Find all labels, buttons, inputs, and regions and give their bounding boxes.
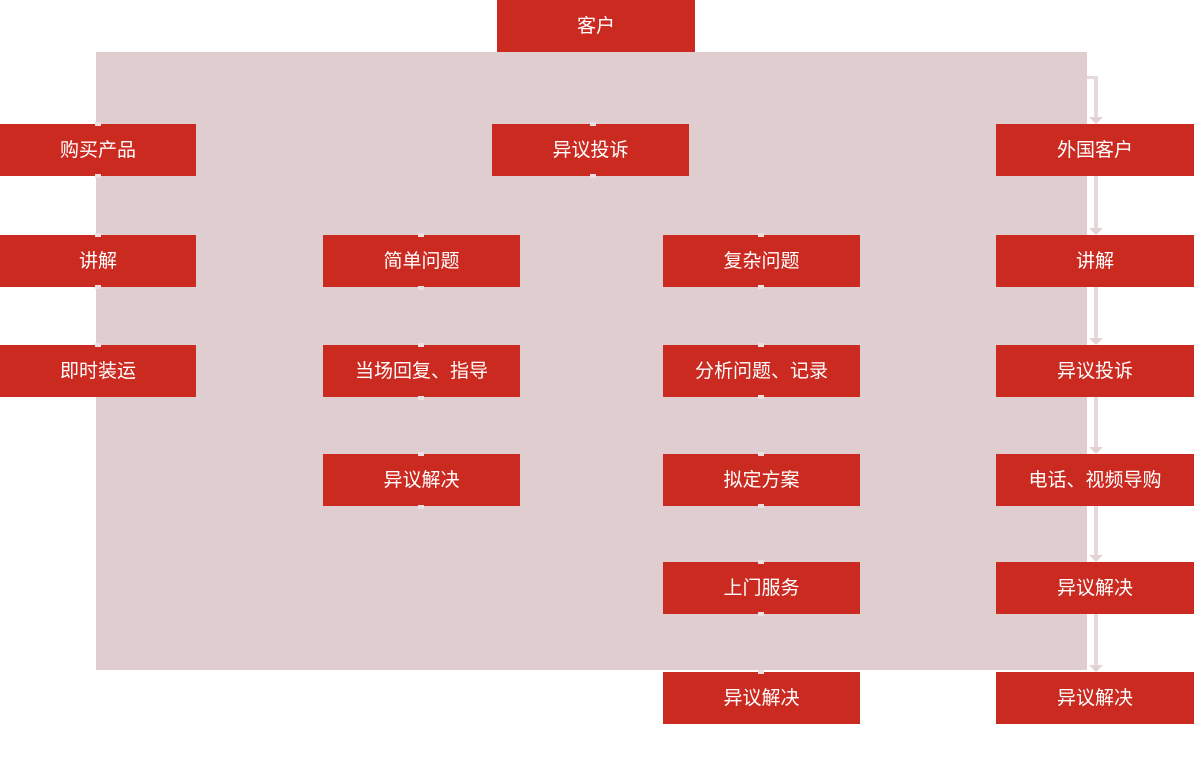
connector-nub <box>590 174 596 178</box>
node-explain-right: 讲解 <box>996 235 1194 287</box>
connector-arrow-down <box>1089 555 1103 562</box>
connector-arrow-down <box>1089 117 1103 124</box>
connector-line <box>1094 506 1098 555</box>
connector-nub <box>758 343 764 347</box>
connector-line <box>1094 287 1098 338</box>
connector-nub <box>590 122 596 126</box>
connector-nub <box>418 396 424 400</box>
node-objection-resolved-right-1: 异议解决 <box>996 562 1194 614</box>
connector-line <box>1094 77 1098 117</box>
connector-nub <box>95 343 101 347</box>
node-complaint-right: 异议投诉 <box>996 345 1194 397</box>
node-explain-left: 讲解 <box>0 235 196 287</box>
connector-elbow <box>1087 76 1098 79</box>
connector-nub <box>418 343 424 347</box>
node-foreign-customer: 外国客户 <box>996 124 1194 176</box>
node-objection-resolved-right-2: 异议解决 <box>996 672 1194 724</box>
connector-nub <box>418 505 424 509</box>
connector-arrow-down <box>1089 228 1103 235</box>
connector-line <box>1094 176 1098 228</box>
connector-nub <box>758 395 764 399</box>
node-customer: 客户 <box>497 0 695 52</box>
connector-line <box>1094 614 1098 665</box>
connector-nub <box>95 233 101 237</box>
node-draft-plan: 拟定方案 <box>663 454 860 506</box>
node-phone-video-guide: 电话、视频导购 <box>996 454 1194 506</box>
connector-nub <box>758 560 764 564</box>
node-immediate-shipment: 即时装运 <box>0 345 196 397</box>
node-door-service: 上门服务 <box>663 562 860 614</box>
node-complex-issue: 复杂问题 <box>663 235 860 287</box>
connector-nub <box>758 504 764 508</box>
connector-arrow-down <box>1089 665 1103 672</box>
connector-nub <box>95 174 101 178</box>
connector-nub <box>758 612 764 616</box>
node-complaint-center: 异议投诉 <box>492 124 689 176</box>
connector-nub <box>418 286 424 290</box>
connector-arrow-down <box>1089 447 1103 454</box>
connector-nub <box>758 452 764 456</box>
node-analyze-record: 分析问题、记录 <box>663 345 860 397</box>
connector-nub <box>758 285 764 289</box>
connector-nub <box>758 670 764 674</box>
node-onsite-reply-guidance: 当场回复、指导 <box>323 345 520 397</box>
node-objection-resolved-col2: 异议解决 <box>323 454 520 506</box>
connector-line <box>1094 397 1098 447</box>
node-purchase-product: 购买产品 <box>0 124 196 176</box>
connector-nub <box>418 452 424 456</box>
connector-arrow-down <box>1089 338 1103 345</box>
connector-nub <box>418 233 424 237</box>
node-objection-resolved-col3: 异议解决 <box>663 672 860 724</box>
connector-nub <box>95 285 101 289</box>
node-simple-issue: 简单问题 <box>323 235 520 287</box>
connector-nub <box>95 122 101 126</box>
connector-nub <box>758 233 764 237</box>
